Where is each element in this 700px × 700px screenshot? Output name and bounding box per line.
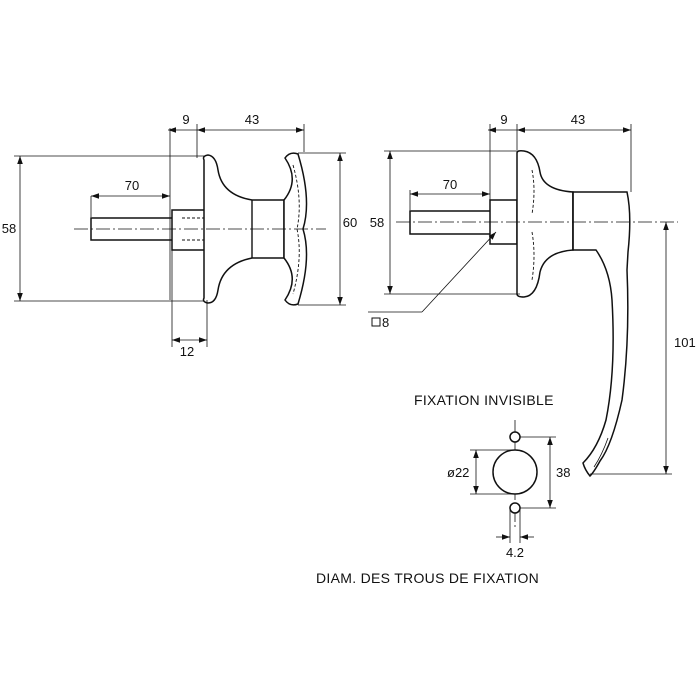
t-handle-view: 9 43 70 58 60 12 xyxy=(2,112,357,359)
t-handle-flange-dim: 9 xyxy=(182,112,189,127)
lever-height-dim: 58 xyxy=(370,215,384,230)
hole-spacing-dim: 38 xyxy=(556,465,570,480)
lever-arm xyxy=(572,191,631,478)
lever-square-dim: 8 xyxy=(382,315,389,330)
top-fixing-hole xyxy=(509,431,521,443)
lever-length-dim: 101 xyxy=(674,335,696,350)
t-handle-height-dim: 58 xyxy=(2,221,16,236)
central-hole xyxy=(492,449,538,495)
lever-depth-dim: 43 xyxy=(571,112,585,127)
fixing-caption: DIAM. DES TROUS DE FIXATION xyxy=(316,570,539,586)
central-hole-dim: ø22 xyxy=(447,465,469,480)
lever-shaft xyxy=(409,210,495,235)
t-handle-grip-dim: 60 xyxy=(343,215,357,230)
fixing-holes-view: FIXATION INVISIBLE ø22 38 4.2 DIAM. DES … xyxy=(316,392,570,586)
t-handle-boss-dim: 12 xyxy=(180,344,194,359)
t-handle-boss xyxy=(171,209,209,251)
small-hole-dim: 4.2 xyxy=(506,545,524,560)
lever-body xyxy=(516,150,574,298)
t-handle-depth-dim: 43 xyxy=(245,112,259,127)
bottom-fixing-hole xyxy=(509,502,521,514)
lever-flange-dim: 9 xyxy=(500,112,507,127)
fixing-title: FIXATION INVISIBLE xyxy=(414,392,554,408)
lever-handle-view: 9 43 70 58 8 101 xyxy=(368,112,696,478)
t-handle-shaft-dim: 70 xyxy=(125,178,139,193)
lever-shaft-dim: 70 xyxy=(443,177,457,192)
square-symbol-icon xyxy=(371,317,381,327)
